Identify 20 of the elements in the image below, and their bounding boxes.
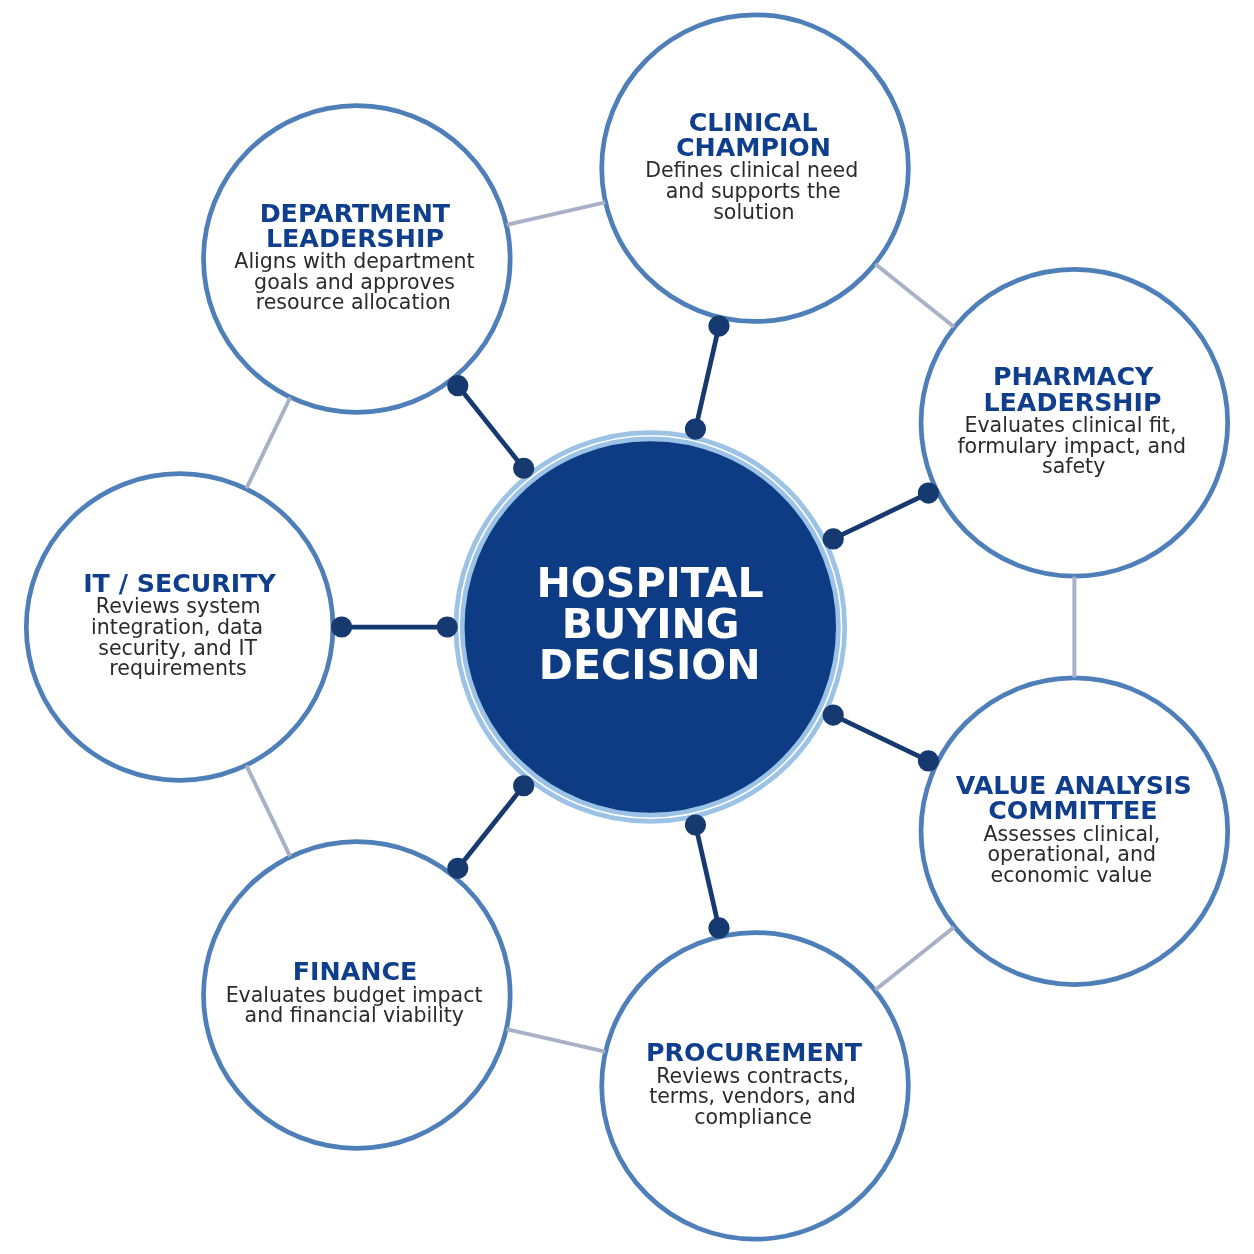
node-circle: HOSPITAL BUYING DECISION (453, 430, 848, 824)
connector (506, 1027, 606, 1054)
connector (822, 704, 939, 772)
connector (331, 616, 458, 638)
node-circle: IT / SECURITY Reviews system integration, data security, and IT requirements (23, 471, 336, 783)
connector (1072, 576, 1077, 678)
connector (244, 764, 292, 858)
connector (244, 396, 292, 490)
connector (447, 375, 535, 479)
connector (874, 262, 956, 329)
node-circle: PROCUREMENT Reviews contracts, terms, vendors, and compliance (599, 930, 911, 1242)
connector (684, 814, 730, 939)
connector (506, 200, 606, 227)
connector (684, 315, 730, 440)
node-circle: FINANCE Evaluates budget impact and financial viability (201, 839, 513, 1151)
node-circle: CLINICAL CHAMPION Defines clinical need and supports the solution (599, 12, 911, 324)
node-circle: DEPARTMENT LEADERSHIP Aligns with department goals and approves resource allocation (201, 103, 513, 415)
connector (822, 482, 939, 550)
connector (447, 775, 535, 879)
connector (873, 925, 956, 992)
